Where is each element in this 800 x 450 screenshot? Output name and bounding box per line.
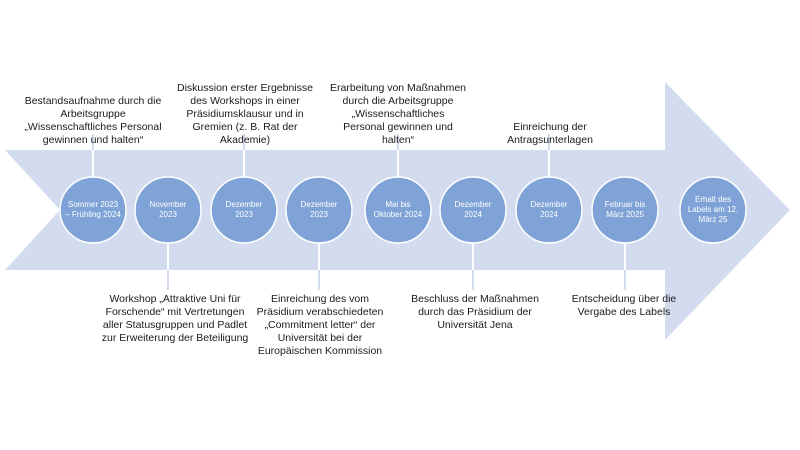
node-date: Erhalt des Labels am 12. März 25 — [687, 195, 739, 224]
timeline-node — [134, 176, 202, 244]
node-date: Mai bis Oktober 2024 — [373, 200, 423, 219]
event-label: Bestandsaufnahme durch die Arbeitsgruppe… — [24, 95, 162, 146]
timeline-node — [591, 176, 659, 244]
node-date: Dezember 2023 — [225, 200, 263, 219]
node-date: Sommer 2023 – Frühling 2024 — [65, 200, 121, 219]
node-date: Februar bis März 2025 — [604, 200, 646, 219]
timeline-node — [439, 176, 507, 244]
event-label: Erarbeitung von Maßnahmen durch die Arbe… — [330, 82, 466, 146]
event-label: Beschluss der Maßnahmen durch das Präsid… — [411, 293, 539, 331]
node-date: Dezember 2024 — [530, 200, 568, 219]
timeline-node — [679, 176, 747, 244]
event-label: Diskussion erster Ergebnisse des Worksho… — [177, 82, 313, 146]
node-date: Dezember 2023 — [300, 200, 338, 219]
timeline-node — [285, 176, 353, 244]
timeline-node — [59, 176, 127, 244]
node-date: November 2023 — [149, 200, 187, 219]
node-date: Dezember 2024 — [454, 200, 492, 219]
timeline-node — [210, 176, 278, 244]
event-label: Einreichung des vom Präsidium verabschie… — [256, 293, 384, 357]
event-label: Workshop „Attraktive Uni für Forschende“… — [101, 293, 249, 344]
event-label: Entscheidung über die Vergabe des Labels — [571, 293, 677, 318]
event-label: Einreichung der Antragsunterlagen — [507, 121, 593, 146]
timeline-node — [364, 176, 432, 244]
timeline-node — [515, 176, 583, 244]
